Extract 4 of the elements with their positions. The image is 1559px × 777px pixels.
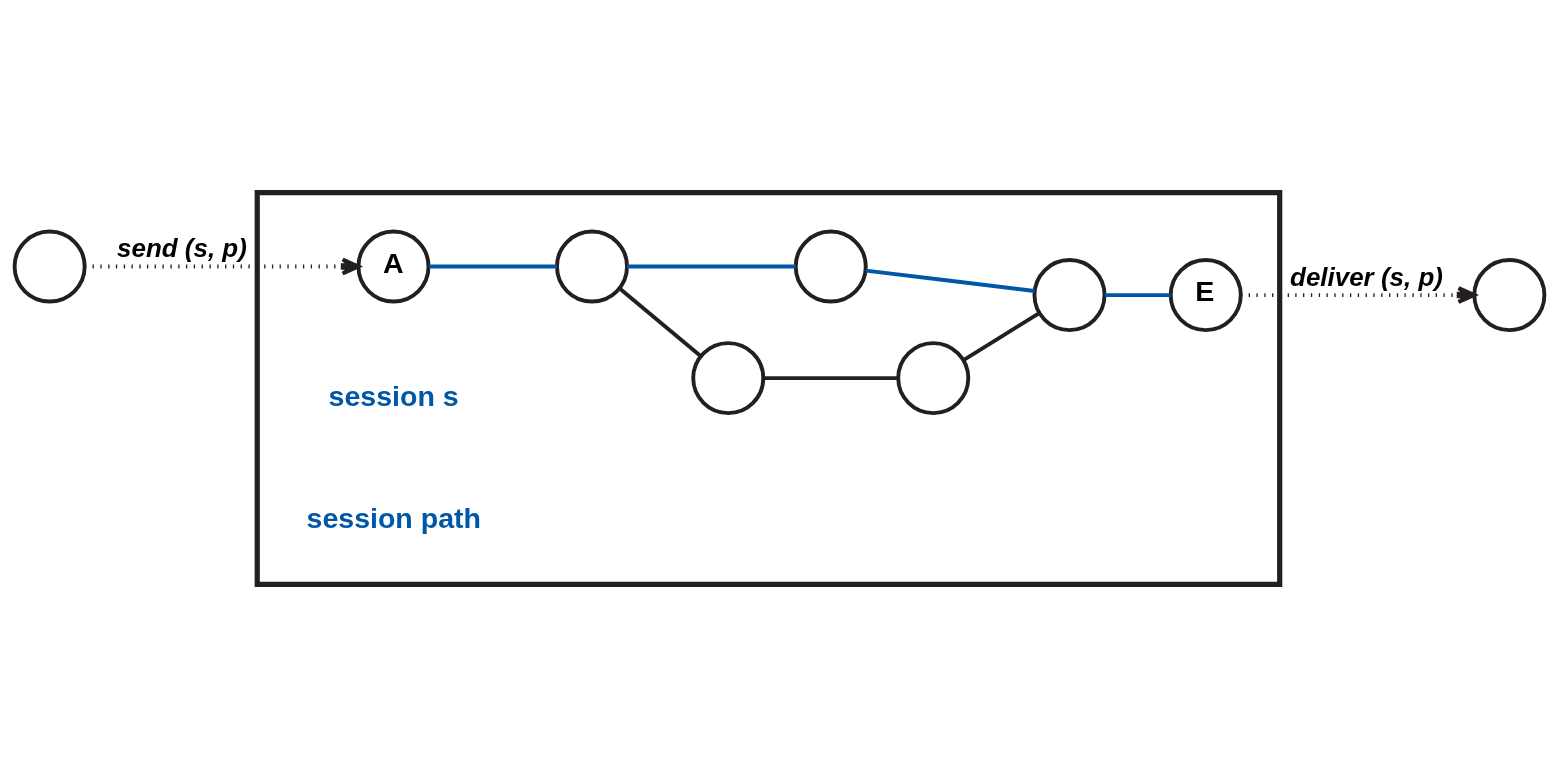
edge-label: send (s, p) xyxy=(117,234,247,263)
label: session s xyxy=(328,380,459,413)
label: session path xyxy=(306,502,481,535)
edge-label: deliver (s, p) xyxy=(1290,262,1443,291)
